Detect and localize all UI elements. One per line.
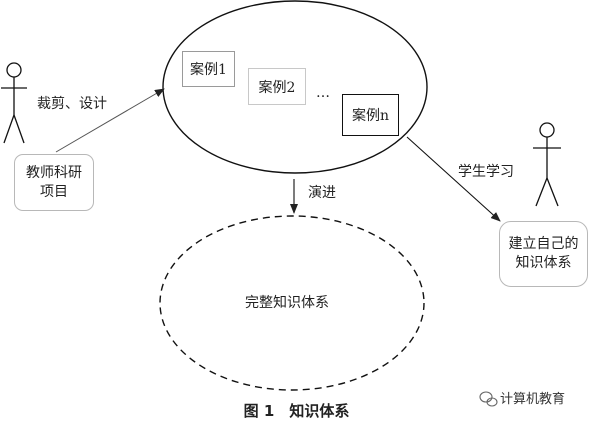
case-n-box: 案例n [342,94,399,136]
student-box-line-1: 建立自己的 [508,236,579,252]
case-ellipse [162,0,428,174]
case-2-box: 案例2 [248,68,306,105]
teacher-research-box: 教师科研 项目 [14,154,94,211]
case-2-label: 案例2 [258,79,296,96]
watermark-text: 计算机教育 [500,392,566,407]
knowledge-system-ellipse [159,215,425,391]
student-stick-figure [533,122,561,207]
case-1-label: 案例1 [190,62,227,78]
teacher-stick-figure [1,62,27,144]
evolve-arrow-label: 演进 [308,185,336,201]
arrow-cases-to-student [406,136,501,222]
ellipsis-label: … [316,85,330,101]
student-box-line-2: 知识体系 [515,255,572,271]
case-1-box: 案例1 [182,51,235,87]
case-n-label: 案例n [351,108,390,124]
chat-bubble-icon [479,391,498,407]
figure-caption: 图 1 知识体系 [243,402,350,420]
arrow-teacher-to-cases [55,88,165,153]
teacher-arrow-label: 裁剪、设计 [37,96,107,112]
teacher-box-line-1: 教师科研 [26,165,82,181]
teacher-box-line-2: 项目 [40,184,68,200]
student-arrow-label: 学生学习 [458,164,514,180]
knowledge-system-label: 完整知识体系 [245,295,329,311]
student-knowledge-box: 建立自己的 知识体系 [499,221,588,287]
